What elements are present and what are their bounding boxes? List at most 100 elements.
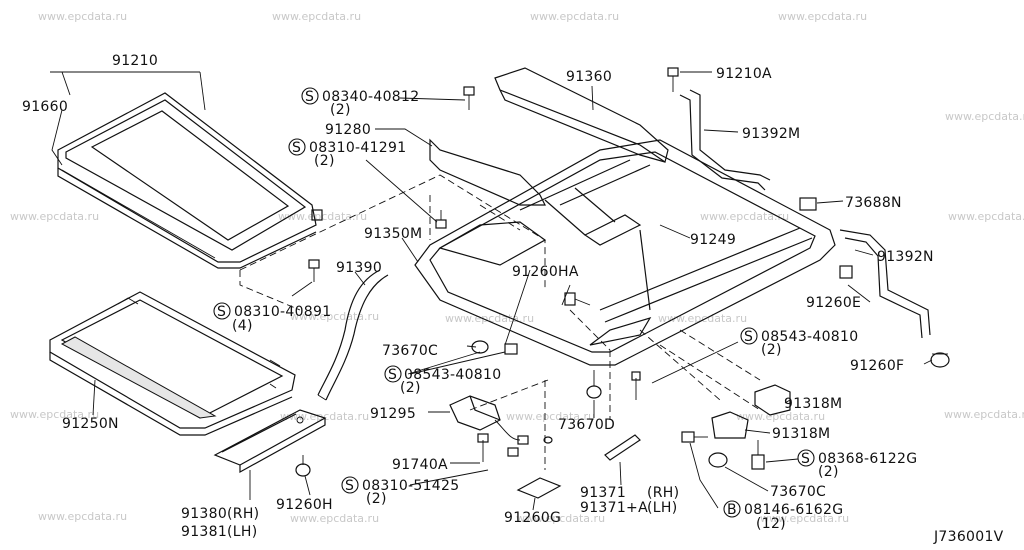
leader-lines: [50, 71, 933, 511]
screw-callout-s3: S 08310-40891 (4): [213, 302, 331, 334]
label-91392N: 91392N: [877, 249, 934, 265]
label-91318M: 91318M: [784, 396, 842, 412]
screw-code: 08310-51425: [362, 478, 459, 494]
label-91280: 91280: [325, 122, 371, 138]
screw-mark: S: [744, 329, 753, 345]
dashed-guides: [239, 174, 761, 470]
watermark: www.epcdata.ru: [736, 410, 825, 423]
side-rail-drawing: [213, 409, 327, 474]
watermark: www.epcdata.ru: [506, 410, 595, 423]
screw-callout-s7: S 08368-6122G (2): [797, 449, 917, 480]
label-73688N: 73688N: [845, 195, 902, 211]
screw-qty: (4): [232, 318, 253, 334]
screw-code: 08310-40891: [234, 304, 331, 320]
glass-lid-drawing: [57, 92, 317, 269]
screw-mark: S: [345, 478, 354, 494]
screw-callout-s1: S 08340-40812 (2): [301, 87, 419, 118]
sunroof-frame-drawing: [414, 139, 836, 366]
screw-qty: (2): [366, 491, 387, 507]
label-91210: 91210: [112, 53, 158, 69]
screw-mark: S: [388, 367, 397, 383]
screw-code: 08543-40810: [404, 367, 501, 383]
label-91381: 91381(LH): [181, 524, 258, 540]
screw-qty: (2): [761, 342, 782, 358]
label-91260HA: 91260HA: [512, 264, 579, 280]
watermark: www.epcdata.ru: [945, 110, 1024, 123]
drain-hose-front-right-drawing: [679, 89, 771, 191]
screw-qty: (2): [314, 153, 335, 169]
label-91250N: 91250N: [62, 416, 119, 432]
screw-code: 08340-40812: [322, 89, 419, 105]
drain-hose-rear-right-drawing: [839, 229, 931, 339]
screw-code: 08146-6162G: [744, 502, 843, 518]
label-91380: 91380(RH): [181, 506, 259, 522]
screw-qty: (2): [330, 102, 351, 118]
screw-callout-s6: S 08310-51425 (2): [341, 476, 459, 507]
watermark: www.epcdata.ru: [944, 408, 1024, 421]
label-91360: 91360: [566, 69, 612, 85]
screw-callout-s4: S 08543-40810 (2): [384, 365, 501, 396]
label-plate-drawing: [516, 477, 562, 499]
watermark: www.epcdata.ru: [778, 10, 867, 23]
watermark: www.epcdata.ru: [290, 310, 379, 323]
label-91260G: 91260G: [504, 510, 561, 526]
label-91371: 91371: [580, 485, 626, 501]
watermark: www.epcdata.ru: [516, 512, 605, 525]
label-91260F: 91260F: [850, 358, 904, 374]
label-91660: 91660: [22, 99, 68, 115]
watermark: www.epcdata.ru: [10, 210, 99, 223]
screw-callout-s2: S 08310-41291 (2): [288, 138, 406, 169]
label-91390: 91390: [336, 260, 382, 276]
screw-code: 08543-40810: [761, 329, 858, 345]
watermark: www.epcdata.ru: [948, 210, 1024, 223]
label-91318M: 91318M: [772, 426, 830, 442]
fasteners-drawing: [295, 67, 950, 477]
screw-mark: S: [801, 451, 810, 467]
watermark: www.epcdata.ru: [38, 10, 127, 23]
screw-mark: S: [292, 140, 301, 156]
label-73670D: 73670D: [558, 417, 615, 433]
label-91371-rh: (RH): [647, 485, 679, 501]
watermark: www.epcdata.ru: [10, 408, 99, 421]
screw-code: 08368-6122G: [818, 451, 917, 467]
watermark: www.epcdata.ru: [280, 410, 369, 423]
watermark: www.epcdata.ru: [658, 312, 747, 325]
watermarks: www.epcdata.ru www.epcdata.ru www.epcdat…: [10, 10, 1024, 525]
screw-qty: (2): [818, 464, 839, 480]
screw-qty: (2): [400, 380, 421, 396]
label-73670C: 73670C: [770, 484, 826, 500]
screw-code: 08310-41291: [309, 140, 406, 156]
diagram-code: J736001V: [933, 529, 1004, 545]
watermark: www.epcdata.ru: [290, 512, 379, 525]
watermark: www.epcdata.ru: [272, 10, 361, 23]
wind-deflector-drawing: [429, 67, 669, 206]
label-91350M: 91350M: [364, 226, 422, 242]
part-labels: 91210 91660 91250N 91380(RH) 91381(LH) 9…: [22, 53, 934, 540]
label-91371a: 91371+A: [580, 500, 648, 516]
label-91392M: 91392M: [742, 126, 800, 142]
watermark: www.epcdata.ru: [530, 10, 619, 23]
drain-hose-left-drawing: [317, 269, 389, 401]
screw-mark: S: [217, 304, 226, 320]
label-91210A: 91210A: [716, 66, 772, 82]
screw-callout-s5: S 08543-40810 (2): [740, 327, 858, 358]
watermark: www.epcdata.ru: [700, 210, 789, 223]
sunshade-drawing: [49, 291, 296, 436]
label-91260H: 91260H: [276, 497, 333, 513]
screw-qty: (12): [756, 516, 786, 532]
screw-mark: B: [727, 502, 737, 518]
label-91371-lh: (LH): [647, 500, 677, 516]
label-91249: 91249: [690, 232, 736, 248]
label-91295: 91295: [370, 406, 416, 422]
screw-mark: S: [305, 89, 314, 105]
motor-drawing: [449, 395, 553, 462]
label-91740A: 91740A: [392, 457, 448, 473]
screw-callouts: S 08340-40812 (2) S 08310-41291 (2) S 08…: [213, 87, 917, 532]
watermark: www.epcdata.ru: [760, 512, 849, 525]
watermark: www.epcdata.ru: [445, 312, 534, 325]
label-91260E: 91260E: [806, 295, 861, 311]
label-73670C: 73670C: [382, 343, 438, 359]
screw-callout-s8: B 08146-6162G (12): [723, 500, 843, 532]
